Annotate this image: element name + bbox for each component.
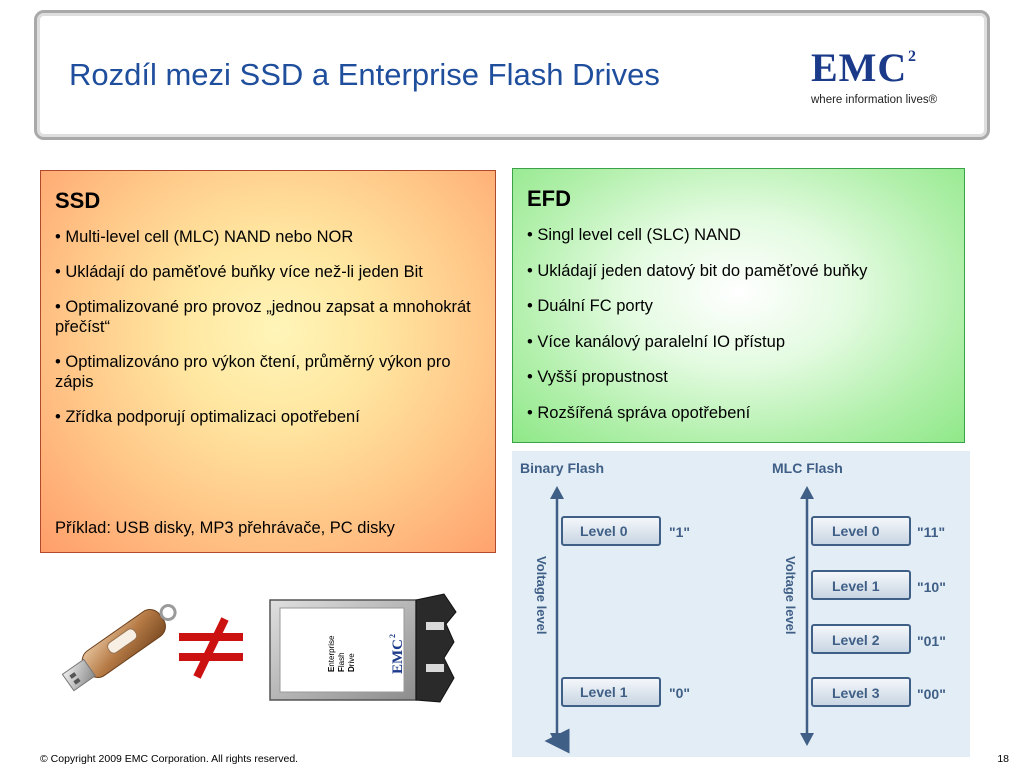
efd-item: • Rozšířená správa opotřebení (527, 403, 751, 422)
enterprise-flash-drive-image: Enterprise Flash Drive EMC 2 (269, 593, 457, 703)
mlc-level-2-label: Level 2 (832, 632, 880, 648)
binary-flash-title: Binary Flash (520, 460, 604, 476)
mlc-level-0-label: Level 0 (832, 523, 880, 539)
mlc-level-3: Level 3 "00" (811, 677, 946, 707)
svg-text:Flash: Flash (337, 652, 346, 672)
flash-levels-diagram: Binary Flash Voltage level Level 0 "1" L… (512, 451, 970, 757)
not-equal-icon (179, 617, 243, 679)
ssd-item: • Optimalizováno pro výkon čtení, průměr… (55, 353, 451, 391)
efd-item: • Vyšší propustnost (527, 368, 668, 386)
ssd-item: • Multi-level cell (MLC) NAND nebo NOR (55, 228, 354, 246)
mlc-level-0: Level 0 "11" (811, 516, 945, 546)
logo-superscript: 2 (908, 48, 916, 65)
drive-label-e: E (327, 666, 336, 672)
efd-title: EFD (527, 186, 571, 211)
logo-tagline: where information lives® (811, 94, 938, 106)
ssd-panel: SSD • Multi-level cell (MLC) NAND nebo N… (40, 170, 496, 553)
mlc-level-2-value: "01" (917, 633, 946, 649)
mlc-axis-arrow-head-bottom (800, 733, 814, 746)
efd-item: • Ukládají jeden datový bit do paměťové … (527, 261, 868, 280)
binary-level-0-label: Level 0 (580, 523, 628, 539)
binary-axis-label: Voltage level (534, 556, 549, 635)
mlc-axis-arrow-head-top (800, 486, 814, 499)
binary-level-1-value: "0" (669, 685, 690, 701)
drive-label-f: F (337, 667, 346, 672)
svg-text:Enterprise: Enterprise (327, 635, 336, 672)
binary-level-0-value: "1" (669, 524, 690, 540)
drive-label-e-rest: nterprise (327, 635, 336, 667)
ssd-title: SSD (55, 188, 101, 213)
mlc-level-1-label: Level 1 (832, 578, 880, 594)
ssd-item: • Ukládají do paměťové buňky více než-li… (55, 263, 423, 281)
title-bar: Rozdíl mezi SSD a Enterprise Flash Drive… (34, 10, 990, 140)
drive-label-d-rest: rive (347, 653, 356, 666)
ssd-example: Příklad: USB disky, MP3 přehrávače, PC d… (55, 519, 395, 537)
efd-item: • Duální FC porty (527, 297, 653, 315)
efd-item: • Více kanálový paralelní IO přístup (527, 332, 785, 351)
binary-level-1-label: Level 1 (580, 684, 628, 700)
mlc-axis-label: Voltage level (783, 556, 798, 635)
efd-panel: EFD • Singl level cell (SLC) NAND • Uklá… (512, 168, 965, 443)
mlc-level-1-value: "10" (917, 579, 946, 595)
mlc-flash-title: MLC Flash (772, 460, 843, 476)
ssd-item: • Optimalizované pro provoz „jednou zaps… (55, 298, 471, 336)
binary-axis-arrow-head-top (550, 486, 564, 499)
slide-title: Rozdíl mezi SSD a Enterprise Flash Drive… (69, 57, 660, 92)
logo-wordmark: EMC (811, 45, 908, 90)
mlc-level-3-label: Level 3 (832, 685, 880, 701)
mlc-level-2: Level 2 "01" (811, 624, 946, 654)
drive-brand-sup: 2 (388, 634, 397, 638)
usb-stick-image (61, 604, 177, 692)
efd-item: • Singl level cell (SLC) NAND (527, 226, 741, 244)
svg-text:Drive: Drive (347, 653, 356, 672)
binary-level-1: Level 1 "0" (561, 677, 690, 707)
emc-logo: EMC 2 where information lives® (811, 46, 951, 116)
binary-axis-arrow-head-bottom (550, 733, 564, 746)
mlc-level-3-value: "00" (917, 686, 946, 702)
ssd-item: • Zřídka podporují optimalizaci opotřebe… (55, 408, 360, 426)
drive-label-f-rest: lash (337, 652, 346, 667)
copyright-footer: © Copyright 2009 EMC Corporation. All ri… (40, 753, 299, 765)
binary-level-0: Level 0 "1" (561, 516, 690, 546)
drive-brand: EMC (390, 639, 406, 674)
mlc-level-0-value: "11" (917, 524, 945, 540)
mlc-level-1: Level 1 "10" (811, 570, 946, 600)
drive-label-d: D (347, 666, 356, 672)
page-number: 18 (997, 753, 1009, 765)
